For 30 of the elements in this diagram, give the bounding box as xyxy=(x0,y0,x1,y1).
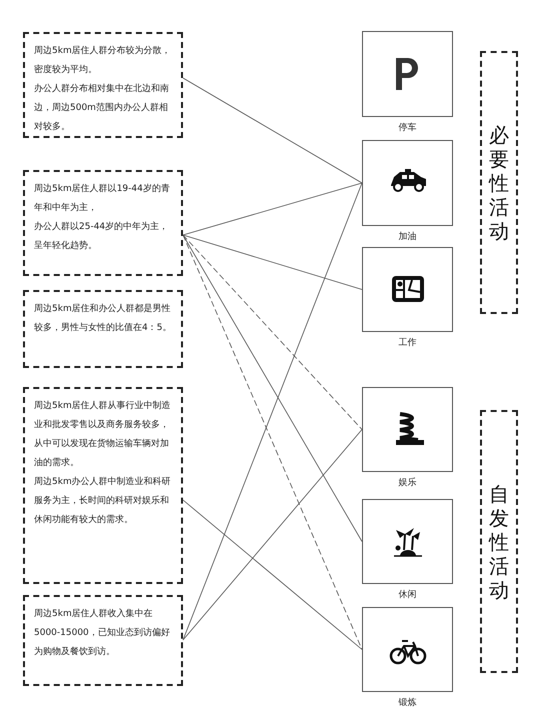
group-label: 自发性活动 xyxy=(488,482,510,602)
description-text: 办公人群分布相对集中在北边和南边，周边500m范围内办公人群相对较多。 xyxy=(34,82,170,134)
activity-label: 休闲 xyxy=(398,589,418,601)
dashed-connector xyxy=(182,234,362,430)
description-text: 周边5km办公人群中制造业和科研服务为主，长时间的科研对娱乐和休闲功能有较大的需求。 xyxy=(34,476,172,527)
group-label: 必要性活动 xyxy=(488,122,510,242)
description-text: 办公人群以25-44岁的中年为主，呈年轻化趋势。 xyxy=(34,220,170,253)
activity-label: 停车 xyxy=(398,122,418,134)
group-box xyxy=(480,410,518,673)
text-box xyxy=(23,387,183,584)
connector-line xyxy=(182,182,362,236)
text-box xyxy=(23,595,183,686)
text-box xyxy=(23,32,183,138)
text-box xyxy=(23,170,183,276)
activity-label: 娱乐 xyxy=(398,477,418,489)
connector-line xyxy=(182,234,362,290)
connector-line xyxy=(182,234,362,542)
connector-line xyxy=(182,500,362,650)
connector-line xyxy=(182,78,362,184)
description-text: 周边5km居住人群收入集中在5000-15000，已知业态到访偏好为购物及餐饮到访。 xyxy=(34,608,171,659)
activity-label: 锻炼 xyxy=(398,697,418,709)
group-box xyxy=(480,51,518,314)
activity-label: 加油 xyxy=(398,231,418,243)
connector-line xyxy=(182,429,362,640)
description-text: 周边5km居住人群以19-44岁的青年和中年为主， xyxy=(34,182,171,215)
text-box xyxy=(23,290,183,368)
description-text: 周边5km居住和办公人群都是男性较多，男性与女性的比值在4：5。 xyxy=(34,302,172,335)
description-text: 周边5km居住人群从事行业中制造业和批发零售以及商务服务较多，从中可以发现在货物运输车辆对加油的需求。 xyxy=(34,400,172,470)
activity-label: 工作 xyxy=(398,337,418,349)
description-text: 周边5km居住人群分布较为分散，密度较为平均。 xyxy=(34,44,172,77)
